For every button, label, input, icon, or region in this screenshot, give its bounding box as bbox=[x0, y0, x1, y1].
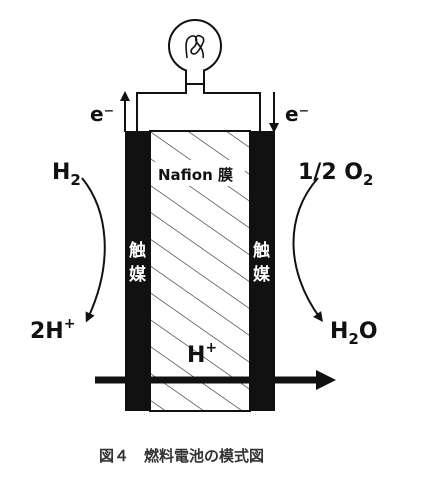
left-electrode bbox=[125, 131, 151, 411]
proton-label-left: 2H+ bbox=[30, 316, 75, 344]
oxygen-reaction-arrow bbox=[292, 177, 323, 323]
figure-caption: 図４ 燃料電池の模式図 bbox=[99, 447, 264, 465]
catalyst-label-right-top: 触 bbox=[252, 240, 270, 261]
oxygen-label: 1/2 O2 bbox=[298, 160, 373, 189]
hydrogen-label: H2 bbox=[52, 160, 81, 189]
proton-label-center: H+ bbox=[187, 340, 217, 368]
membrane-label: Nafion 膜 bbox=[158, 166, 233, 184]
right-electrode bbox=[249, 131, 275, 411]
electron-label-left: e⁻ bbox=[90, 102, 114, 126]
catalyst-label-right-bottom: 媒 bbox=[253, 264, 271, 285]
catalyst-label-left-top: 触 bbox=[128, 240, 146, 261]
hydrogen-reaction-arrow bbox=[81, 177, 106, 323]
catalyst-label-left-bottom: 媒 bbox=[129, 264, 147, 285]
electron-label-right: e⁻ bbox=[285, 102, 309, 126]
light-bulb-icon bbox=[168, 19, 222, 85]
circuit-wire bbox=[136, 84, 261, 131]
proton-arrow-head bbox=[316, 370, 336, 390]
water-label: H2O bbox=[330, 319, 378, 348]
